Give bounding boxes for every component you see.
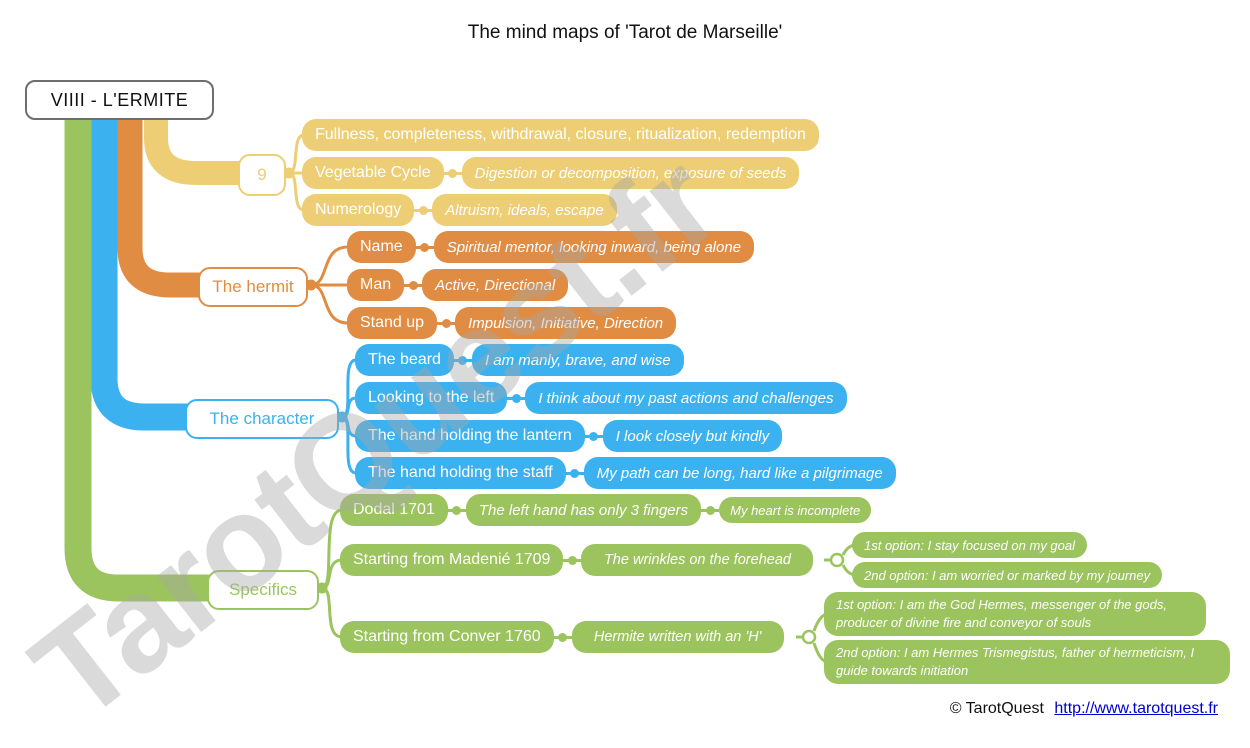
mindmap-node: Dodal 1701 [340,494,448,526]
node-connector [414,194,433,226]
mindmap-node: Looking to the left [355,382,508,414]
row-specifics-3: Starting from Conver 1760 Hermite writte… [340,621,784,653]
mindmap-note: I am manly, brave, and wise [471,344,684,376]
mindmap-note: Spiritual mentor, looking inward, being … [433,231,755,263]
trunk-yellow [144,96,242,185]
mindmap-note: Digestion or decomposition, exposure of … [461,157,800,189]
trunk-green [64,96,211,602]
fork-circle-conver [801,629,817,645]
row-hermit-2: Man Active, Directional [347,269,569,301]
junction-dot-yellow [283,167,295,179]
branch-node-character: The character [185,399,339,439]
row-hermit-3: Stand up Impulsion, Initiative, Directio… [347,307,677,339]
node-connector [404,269,423,301]
node-connector [553,621,572,653]
mindmap-node: Starting from Conver 1760 [340,621,554,653]
row-specifics-2: Starting from Madenié 1709 The wrinkles … [340,544,814,576]
mindmap-node: The hand holding the staff [355,457,566,489]
node-connector [507,382,526,414]
node-connector [415,231,434,263]
mindmap-note: My heart is incomplete [719,497,872,523]
mindmap-node: Fullness, completeness, withdrawal, clos… [302,119,819,151]
copyright-text: © TarotQuest [949,700,1044,717]
branch-node-hermit: The hermit [198,267,308,307]
node-connector [701,494,720,526]
node-connector [443,157,462,189]
node-connector [584,420,603,452]
root-node: VIIII - L'ERMITE [25,80,214,120]
mindmap-node: Starting from Madenié 1709 [340,544,564,576]
mindmap-node: Vegetable Cycle [302,157,444,189]
row-character-3: The hand holding the lantern I look clos… [355,420,783,452]
mindmap-note: Altruism, ideals, escape [432,194,617,226]
mindmap-node: Man [347,269,405,301]
junction-dot-green [316,582,328,594]
row-nine-2: Vegetable Cycle Digestion or decompositi… [302,157,800,189]
row-character-2: Looking to the left I think about my pas… [355,382,847,414]
option-node: 2nd option: I am worried or marked by my… [852,562,1163,588]
fork-circle-madenie [829,552,845,568]
branch-node-nine: 9 [238,154,286,196]
trunk-orange [117,96,202,298]
option-node: 1st option: I am the God Hermes, messeng… [824,592,1206,636]
node-connector [565,457,584,489]
fan-orange [310,245,349,325]
mindmap-note: The left hand has only 3 fingers [465,494,702,526]
mindmap-note: Hermite written with an 'H' [571,621,784,653]
row-hermit-1: Name Spiritual mentor, looking inward, b… [347,231,755,263]
branch-node-specifics: Specifics [207,570,319,610]
mindmap-note: I think about my past actions and challe… [525,382,847,414]
tarotquest-link[interactable]: http://www.tarotquest.fr [1054,700,1218,717]
row-character-4: The hand holding the staff My path can b… [355,457,896,489]
junction-dot-blue [336,411,348,423]
row-character-1: The beard I am manly, brave, and wise [355,344,684,376]
mindmap-note: Impulsion, Initiative, Direction [455,307,677,339]
mindmap-note: I look closely but kindly [602,420,783,452]
mindmap-node: Name [347,231,416,263]
mindmap-note: My path can be long, hard like a pilgrim… [583,457,896,489]
mindmap-note: Active, Directional [422,269,569,301]
node-connector [447,494,466,526]
mindmap-node: The hand holding the lantern [355,420,585,452]
page-title: The mind maps of 'Tarot de Marseille' [467,22,783,43]
option-node: 1st option: I stay focused on my goal [852,532,1088,558]
mindmap-node: Numerology [302,194,415,226]
trunk-blue [90,96,189,431]
node-connector [453,344,472,376]
row-specifics-1: Dodal 1701 The left hand has only 3 fing… [340,494,872,526]
row-nine-3: Numerology Altruism, ideals, escape [302,194,617,226]
node-connector [437,307,456,339]
mindmap-node: Stand up [347,307,438,339]
mindmap-node: The beard [355,344,454,376]
node-connector [563,544,582,576]
option-node: 2nd option: I am Hermes Trismegistus, fa… [824,640,1230,684]
fan-blue [341,358,357,475]
fan-green [321,508,343,639]
row-nine-1: Fullness, completeness, withdrawal, clos… [302,119,819,151]
junction-dot-orange [305,279,317,291]
footer: © TarotQuest http://www.tarotquest.fr [950,700,1218,718]
mindmap-note: The wrinkles on the forehead [581,544,814,576]
